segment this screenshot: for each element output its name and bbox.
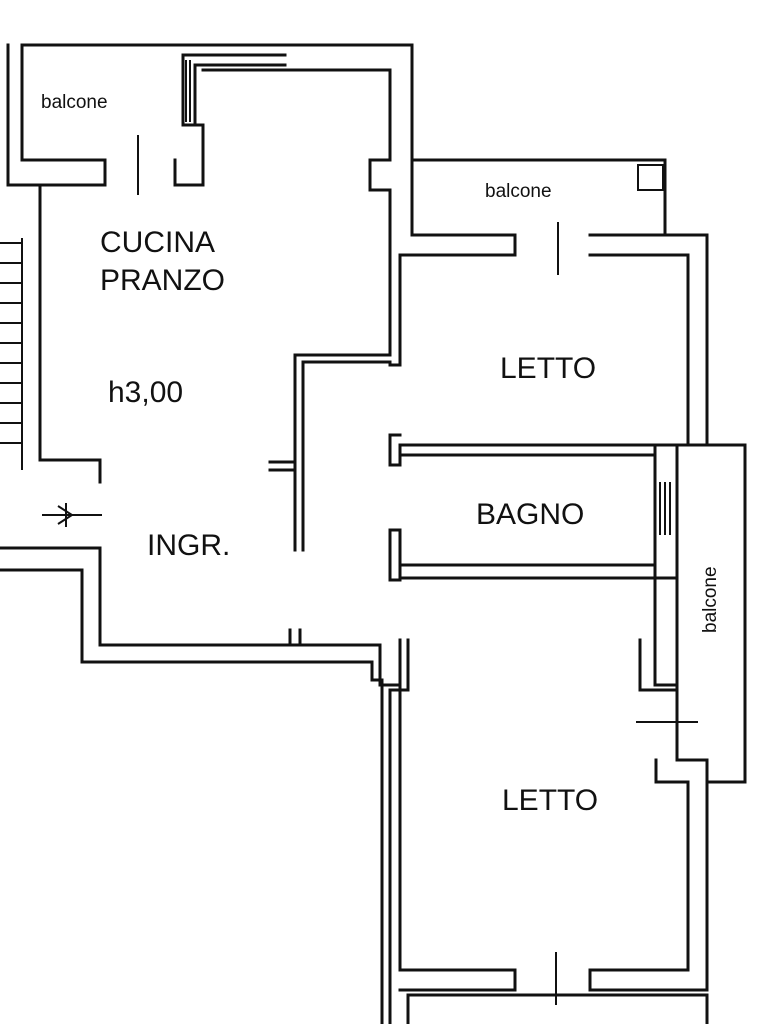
dining-label: PRANZO: [100, 264, 225, 297]
ceiling-height-label: h3,00: [108, 376, 183, 409]
labels: balcone balcone CUCINA PRANZO h3,00 INGR…: [41, 92, 721, 817]
kitchen-label: CUCINA: [100, 226, 215, 259]
bathroom-walls: [388, 453, 657, 582]
upper-bedroom-label: LETTO: [500, 352, 596, 385]
bathroom-window-frame: [653, 443, 709, 580]
lower-room-bottom: [406, 993, 709, 1024]
openings: [42, 135, 698, 1005]
balcony-right-label: balcone: [700, 566, 721, 633]
kitchen-right-wall: [201, 68, 402, 552]
entrance-label: INGR.: [147, 529, 230, 562]
balcony-top-left-outline: [20, 43, 414, 187]
balcony-top-right-corner: [637, 164, 664, 191]
kitchen-window-frame: [173, 53, 287, 187]
entrance-walls: [0, 546, 410, 1024]
lower-bedroom-label: LETTO: [502, 784, 598, 817]
bathroom-label: BAGNO: [476, 498, 584, 531]
entrance-arrow-icon: [42, 503, 102, 527]
stairs: [0, 238, 23, 470]
balcony-top-right-label: balcone: [485, 181, 552, 202]
balcony-top-right-outline: [410, 158, 709, 447]
walls: [0, 43, 747, 1024]
left-wall-upper: [6, 43, 107, 484]
balcony-top-left-label: balcone: [41, 92, 108, 113]
lower-bedroom-walls: [398, 576, 709, 992]
